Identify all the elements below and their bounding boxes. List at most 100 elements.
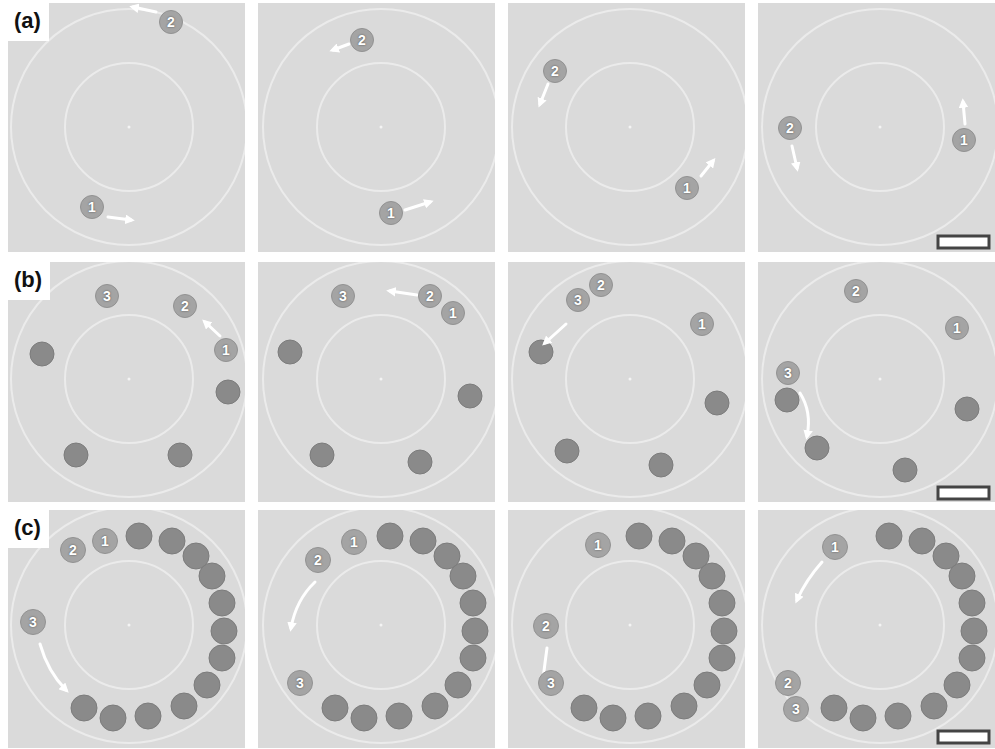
frame-panel: [258, 510, 495, 748]
particle: [705, 391, 729, 415]
particle-number: 1: [594, 538, 602, 552]
motion-arrow: [291, 582, 315, 628]
particle-number: 3: [339, 289, 347, 303]
particle: [893, 458, 917, 482]
frame-panel: [758, 262, 995, 502]
particle-number: 2: [786, 121, 794, 135]
numbered-particle: 2: [60, 537, 86, 563]
particle: [216, 380, 240, 404]
inner-ring: [65, 315, 193, 443]
outer-ring: [512, 9, 745, 245]
particle-number: 1: [222, 343, 230, 357]
particle: [168, 443, 192, 467]
particle: [711, 618, 737, 644]
motion-arrow: [963, 102, 965, 124]
particle-number: 2: [181, 299, 189, 313]
numbered-particle: 2: [775, 670, 801, 696]
outer-ring: [11, 9, 245, 245]
outer-ring: [512, 262, 745, 497]
particle: [171, 693, 197, 719]
numbered-particle: 3: [287, 670, 313, 696]
inner-ring: [317, 315, 445, 443]
particle: [209, 645, 235, 671]
motion-arrows: [40, 7, 965, 690]
particle: [71, 695, 97, 721]
numbered-particle: 1: [585, 532, 611, 558]
numbered-particle: 1: [945, 316, 969, 340]
particle: [921, 693, 947, 719]
frame-panel: [8, 3, 245, 252]
particle: [885, 703, 911, 729]
particle: [408, 450, 432, 474]
particle-number: 2: [69, 543, 77, 557]
particle: [135, 703, 161, 729]
numbered-particle: 2: [543, 59, 567, 83]
particle: [775, 388, 799, 412]
frame-panel: [8, 262, 245, 502]
motion-arrow: [800, 393, 808, 436]
inner-ring: [566, 315, 694, 443]
motion-arrow: [540, 84, 548, 104]
numbered-particle: 2: [418, 284, 442, 308]
numbered-particle: 3: [331, 284, 355, 308]
panel-label: (c): [8, 510, 49, 548]
particle: [209, 590, 235, 616]
particle-number: 1: [101, 534, 109, 548]
center-dot: [629, 624, 632, 627]
particle-number: 2: [542, 619, 550, 633]
particle: [671, 693, 697, 719]
particle: [458, 384, 482, 408]
center-dot: [380, 624, 383, 627]
center-dot: [380, 126, 383, 129]
particle: [460, 590, 486, 616]
center-dot: [879, 126, 882, 129]
particle: [821, 695, 847, 721]
particle: [659, 528, 685, 554]
motion-arrow: [333, 44, 349, 50]
particle-number: 1: [449, 306, 457, 320]
particle-number: 2: [314, 553, 322, 567]
particles: [30, 340, 987, 731]
motion-arrow: [797, 562, 822, 600]
outer-ring: [512, 510, 745, 743]
particle-number: 2: [358, 33, 366, 47]
particle: [571, 695, 597, 721]
outer-ring: [263, 262, 495, 497]
particle: [961, 618, 987, 644]
center-dot: [879, 378, 882, 381]
particle: [211, 618, 237, 644]
particle: [159, 528, 185, 554]
particle: [626, 523, 652, 549]
particle: [410, 528, 436, 554]
frame-panel: [8, 510, 245, 748]
numbered-particle: 1: [341, 529, 367, 555]
numbered-particle: 2: [350, 28, 374, 52]
particle: [30, 342, 54, 366]
particle: [386, 703, 412, 729]
particle: [194, 672, 220, 698]
inner-ring: [816, 63, 944, 191]
particle-number: 1: [387, 206, 395, 220]
center-dot: [128, 126, 131, 129]
particle: [635, 703, 661, 729]
inner-ring: [816, 561, 944, 689]
particle-number: 3: [547, 676, 555, 690]
outer-ring: [263, 9, 495, 245]
particle-number: 1: [88, 200, 96, 214]
motion-arrow: [390, 291, 417, 295]
particle-number: 3: [792, 702, 800, 716]
frame-panel: [508, 262, 745, 502]
numbered-particle: 3: [95, 284, 119, 308]
inner-ring: [566, 63, 694, 191]
motion-arrow: [133, 7, 156, 12]
numbered-particle: 3: [776, 361, 800, 385]
particle-number: 1: [831, 540, 839, 554]
scale-bar: [938, 487, 989, 499]
particle: [278, 340, 302, 364]
motion-arrow: [405, 202, 430, 210]
numbered-particle: 1: [441, 301, 465, 325]
particle: [555, 439, 579, 463]
numbered-particle: 1: [675, 176, 699, 200]
frame-panel: [758, 510, 995, 748]
outer-ring: [762, 262, 995, 497]
